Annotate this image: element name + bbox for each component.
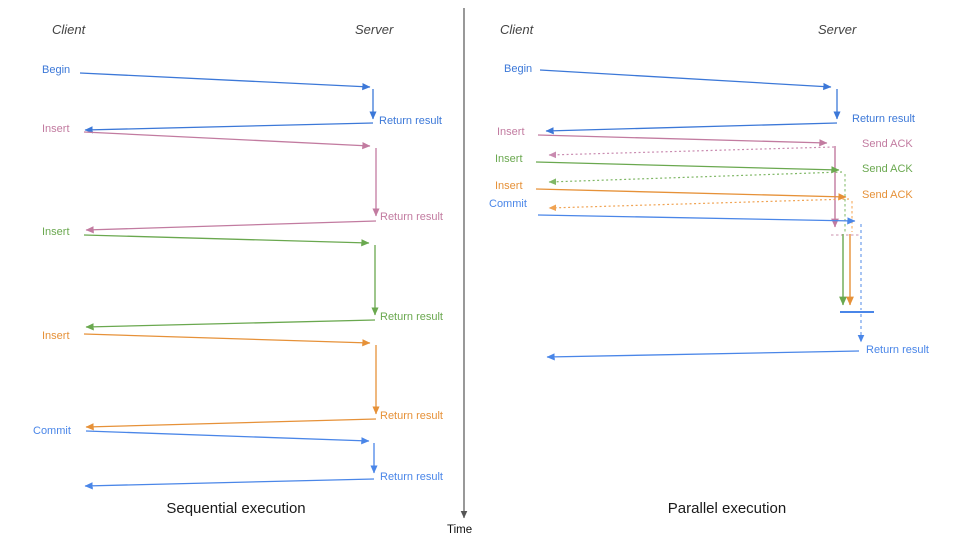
left-server-heading: Server [355,22,394,37]
left-panel-title: Sequential execution [166,500,306,517]
left-insert2-exchange [83,234,379,331]
right-begin-response: Return result [852,113,915,125]
right-insert3-exchange [535,188,854,306]
left-insert3-exchange [83,333,380,431]
left-insert1-exchange [83,131,380,234]
right-client-heading: Client [500,22,534,37]
right-insert3-response: Send ACK [862,189,913,201]
right-commit-label: Commit [489,198,527,210]
left-client-heading: Client [52,22,86,37]
left-insert2-response: Return result [380,311,443,323]
right-commit-exchange [537,214,874,361]
right-insert2-response: Send ACK [862,163,913,175]
left-commit-label: Commit [33,425,71,437]
right-begin-label: Begin [504,63,533,75]
left-commit-exchange [84,430,378,490]
left-commit-response: Return result [380,471,443,483]
time-axis-label: Time [447,524,473,536]
right-insert1-exchange [537,134,860,236]
left-insert1-response: Return result [380,211,443,223]
right-insert1-response: Send ACK [862,138,913,150]
left-insert3-response: Return result [380,410,443,422]
right-insert3-label: Insert [495,180,523,192]
right-begin-exchange [539,69,841,135]
left-begin-response: Return result [379,115,442,127]
right-commit-response: Return result [866,344,929,356]
right-insert1-label: Insert [497,126,525,138]
right-insert2-label: Insert [495,153,523,165]
left-insert3-label: Insert [42,330,70,342]
left-begin-exchange [79,72,377,134]
right-insert2-exchange [535,161,847,306]
right-server-heading: Server [818,22,857,37]
left-begin-label: Begin [42,64,71,76]
left-insert1-label: Insert [42,123,70,135]
right-panel-title: Parallel execution [667,500,787,517]
left-insert2-label: Insert [42,226,70,238]
